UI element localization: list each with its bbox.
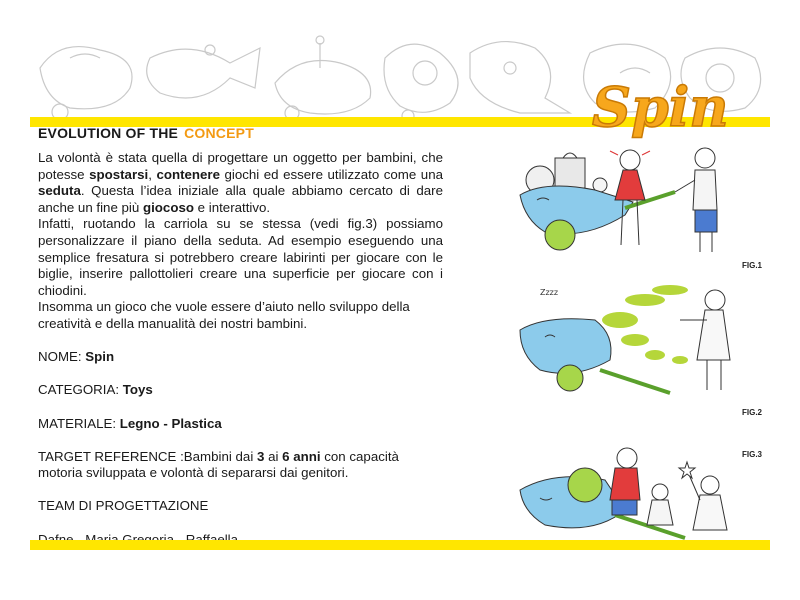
field-nome: NOME: Spin: [38, 349, 115, 365]
field-team-label: TEAM DI PROGETTAZIONE: [38, 498, 209, 514]
sketch-fish-4: [383, 43, 459, 123]
sketch-fish-1: [39, 46, 133, 121]
footer-yellow-bar: [30, 540, 770, 550]
svg-text:Zzzz: Zzzz: [540, 288, 558, 297]
spin-logo: Spin: [591, 74, 729, 140]
sketch-fish-6: [583, 43, 672, 113]
description-column: La volontà è stata quella di progettare …: [38, 150, 443, 548]
figure-1-illustration: [519, 147, 718, 252]
field-categoria: CATEGORIA: Toys: [38, 382, 153, 398]
figure-2-illustration: Zzzz: [519, 285, 731, 395]
sketch-fish-3: [274, 35, 372, 121]
header-yellow-bar: [30, 117, 770, 127]
fig-2-label: FIG.2: [742, 408, 763, 417]
sketch-fish-2: [146, 44, 261, 99]
intro-paragraph-2: Infatti, ruotando la carriola su se stes…: [38, 216, 443, 298]
page-title: EVOLUTION OF THE CONCEPT: [38, 125, 254, 141]
sketch-fish-7: [680, 47, 762, 112]
title-prefix: EVOLUTION OF THE: [38, 125, 179, 141]
figure-3-illustration: [519, 447, 728, 540]
field-target: TARGET REFERENCE :Bambini dai 3 ai 6 ann…: [38, 448, 399, 481]
fig-3-label: FIG.3: [742, 450, 763, 459]
svg-text:Spin: Spin: [592, 75, 729, 139]
fig-1-label: FIG.1: [742, 261, 763, 270]
sketch-fish-5: [469, 40, 573, 114]
intro-paragraph-3: Insomma un gioco che vuole essere d’aiut…: [38, 299, 410, 331]
title-accent: CONCEPT: [184, 125, 254, 141]
field-materiale: MATERIALE: Legno - Plastica: [38, 415, 222, 431]
intro-paragraph-1: La volontà è stata quella di progettare …: [38, 150, 443, 215]
